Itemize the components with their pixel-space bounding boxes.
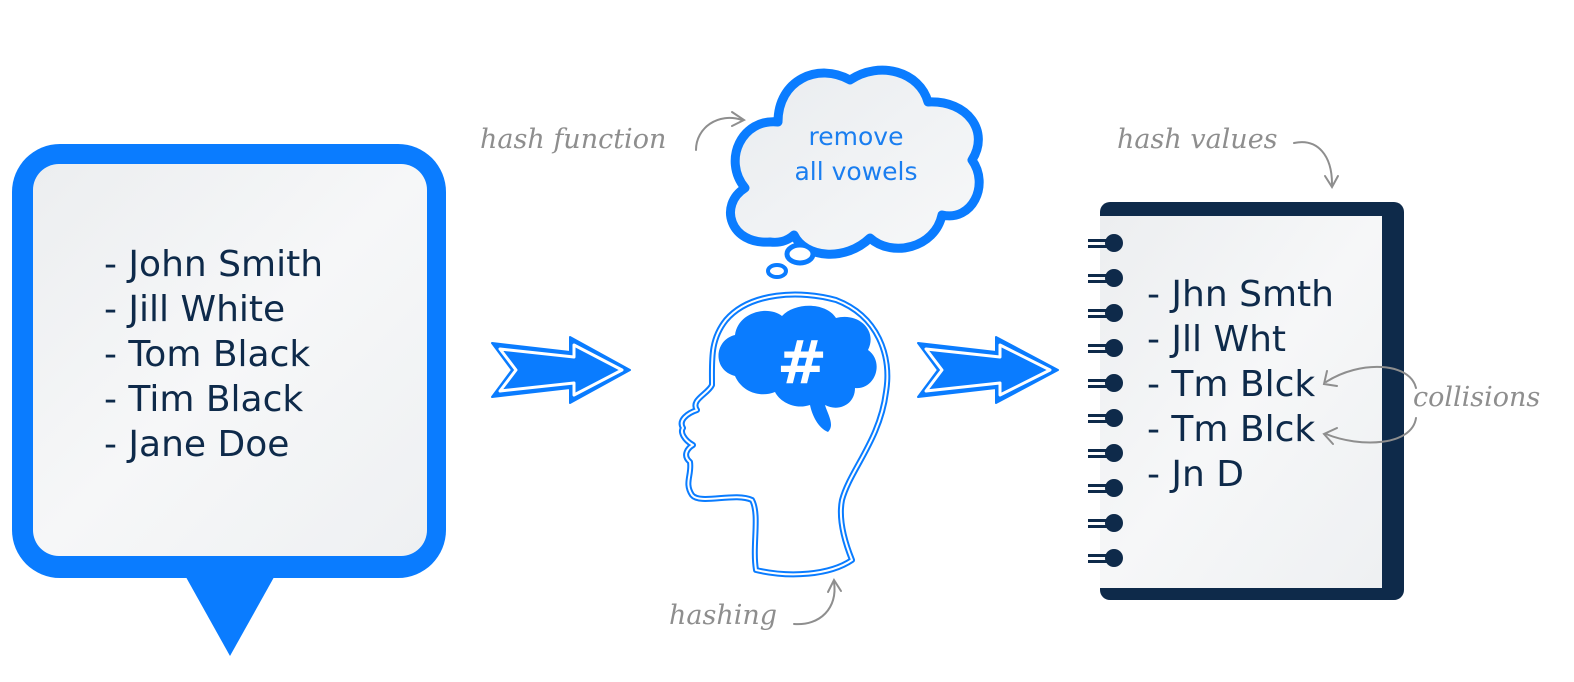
curved-arrow-icon: [793, 577, 842, 626]
list-item: - Jn D: [1147, 454, 1245, 495]
brain-icon: [718, 305, 877, 432]
list-item: - Tm Blck: [1147, 409, 1316, 450]
list-item: - Jill White: [104, 289, 286, 330]
thought-cloud-icon: [726, 65, 984, 279]
list-item: - John Smith: [104, 244, 324, 285]
collisions-label: collisions: [1413, 382, 1541, 413]
thought-text-line-1: remove: [808, 122, 904, 151]
curved-arrow-icon: [695, 111, 746, 151]
list-item: - Jhn Smth: [1147, 274, 1334, 315]
arrow-right-icon: [917, 336, 1059, 404]
curved-arrow-icon: [1322, 365, 1417, 389]
list-item: - Jll Wht: [1147, 319, 1287, 360]
list-item: - Tm Blck: [1147, 364, 1316, 405]
thought-text-line-2: all vowels: [794, 157, 918, 186]
input-name-list: - John Smith - Jill White - Tom Black - …: [104, 242, 323, 467]
speech-bubble-icon: [12, 144, 446, 656]
curved-arrow-icon: [1322, 417, 1417, 445]
hash-values-label: hash values: [1117, 124, 1278, 155]
arrow-right-icon: [491, 336, 631, 404]
notebook-icon: [1088, 202, 1404, 600]
list-item: - Jane Doe: [104, 424, 290, 465]
hashing-label: hashing: [669, 600, 778, 631]
hash-function-label: hash function: [480, 124, 667, 155]
list-item: - Tom Black: [104, 334, 311, 375]
hash-value-list: - Jhn Smth - Jll Wht - Tm Blck - Tm Blck…: [1147, 272, 1334, 497]
list-item: - Tim Black: [104, 379, 304, 420]
curved-arrow-icon: [1293, 141, 1339, 189]
hash-symbol: #: [777, 328, 827, 398]
